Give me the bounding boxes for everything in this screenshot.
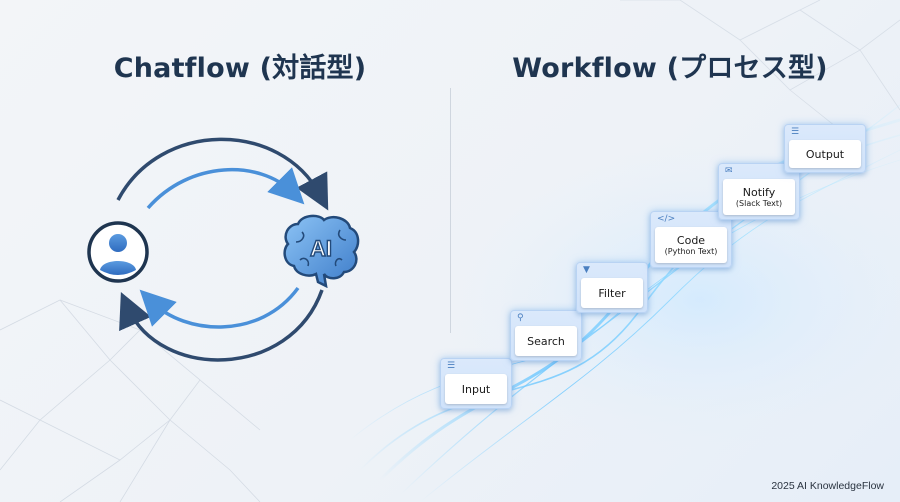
footer-credit: 2025 AI KnowledgeFlow [771,480,884,492]
step-sublabel: (Slack Text) [735,198,783,208]
step-label: Input [461,382,491,396]
outer-bottom-arrow [119,289,324,362]
step-label: Search [527,334,565,348]
section-divider [450,88,451,333]
code-icon: </> [657,214,676,224]
chatflow-cycle-diagram [116,137,329,362]
inner-bottom-arrow [139,286,300,329]
filter-icon: ▼ [583,265,590,275]
ai-label: AI [310,236,332,261]
menu-icon: ☰ [447,361,456,371]
mail-icon: ✉ [725,166,733,176]
workflow-step-filter: ▼ Filter [576,262,648,313]
workflow-title: Workflow (プロセス型) [512,53,828,84]
chatflow-title: Chatflow (対話型) [113,53,367,84]
user-icon [87,221,149,283]
inner-top-arrow [146,167,305,210]
brain-icon: AI [283,214,360,288]
step-label: Output [805,147,845,161]
menu-icon: ☰ [791,127,800,137]
step-label: Code [676,233,706,247]
search-icon: ⚲ [517,313,524,323]
workflow-step-code: </> Code (Python Text) [650,211,732,268]
workflow-step-input: ☰ Input [440,358,512,409]
step-label: Filter [598,286,626,300]
workflow-step-output: ☰ Output [784,124,866,173]
step-sublabel: (Python Text) [664,246,718,256]
workflow-step-search: ⚲ Search [510,310,582,361]
step-label: Notify [742,185,776,199]
